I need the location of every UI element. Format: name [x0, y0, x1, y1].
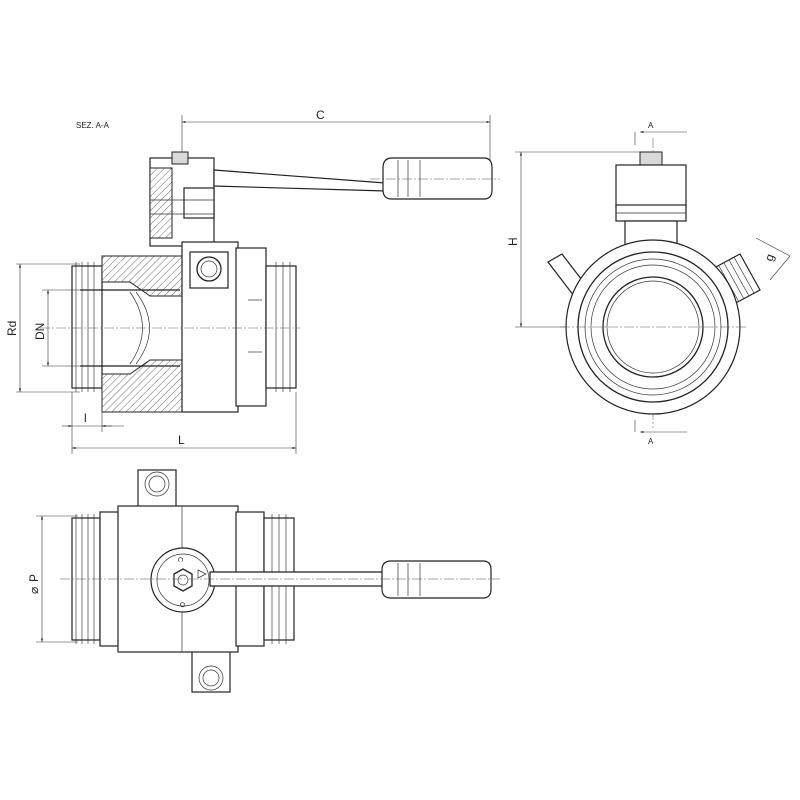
bottom-port [191, 647, 231, 693]
dimension-c: C [181, 108, 491, 160]
section-marker-bottom: A [634, 420, 687, 446]
stem-assembly [615, 151, 687, 248]
side-view: H A A [506, 121, 791, 446]
dimension-p-symbol: ⌀ [27, 587, 41, 594]
section-marker-top: A [634, 121, 687, 145]
section-marker-top-label: A [648, 121, 654, 130]
dimension-p-label: P [27, 574, 41, 582]
handle-lever [149, 151, 500, 247]
dimension-l-total: L [71, 392, 297, 454]
section-view: SEZ. A-A C [5, 108, 500, 454]
dimension-g-label: g [762, 252, 777, 263]
section-marker-bottom-label: A [648, 437, 654, 446]
dimension-l-small-label: l [84, 411, 87, 425]
dimension-g: g [755, 237, 791, 281]
handle-hub: C O [150, 547, 216, 613]
dimension-dn-label: DN [33, 323, 47, 340]
dimension-rd-label: Rd [5, 321, 19, 336]
section-label: SEZ. A-A [76, 121, 110, 130]
dimension-l-total-label: L [178, 433, 185, 447]
dimension-c-label: C [316, 108, 325, 122]
left-thread [75, 262, 95, 392]
top-view: C O ⌀ P [27, 469, 500, 693]
dimension-l-small: l [62, 392, 124, 432]
dimension-p: ⌀ P [27, 515, 78, 643]
valve-body-section [40, 241, 300, 413]
dimension-dn: DN [33, 289, 82, 367]
dimension-h-label: H [506, 237, 520, 246]
dimension-rd: Rd [5, 263, 80, 393]
handle-mark-closed: C [176, 557, 183, 562]
right-thread [275, 262, 291, 392]
handle-mark-open: O [178, 602, 185, 608]
